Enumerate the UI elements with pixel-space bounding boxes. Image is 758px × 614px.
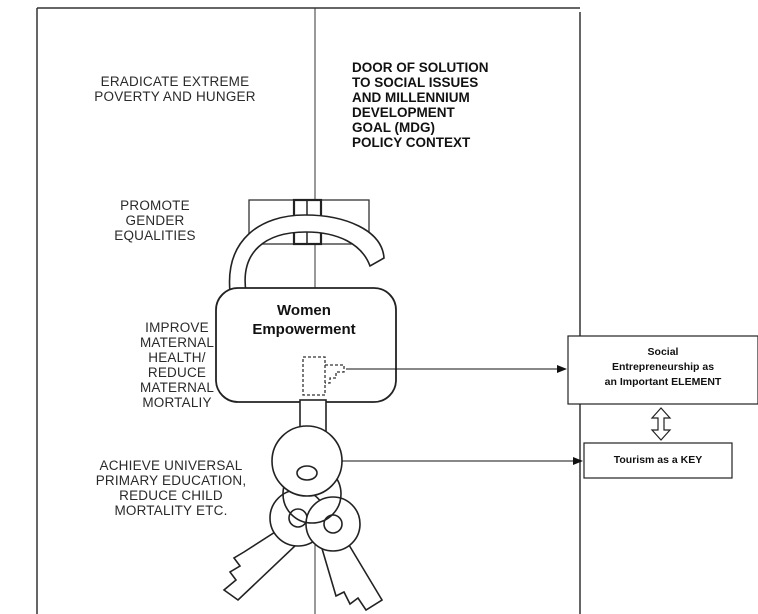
- social-entrepreneurship-text: Social Entrepreneurship as an Important …: [604, 346, 722, 388]
- key-icon: [305, 496, 384, 612]
- tourism-box: [583, 442, 733, 479]
- social-entrepreneurship-box: [567, 335, 758, 405]
- label-gender-equality: PROMOTE GENDER EQUALITIES: [114, 198, 196, 243]
- tourism-text: Tourism as a KEY: [613, 454, 703, 466]
- label-primary-education: ACHIEVE UNIVERSAL PRIMARY EDUCATION, RED…: [95, 458, 247, 518]
- keyhole-icon: [302, 356, 345, 396]
- label-eradicate-poverty: ERADICATE EXTREME POVERTY AND HUNGER: [94, 74, 256, 104]
- lock-label: Women Empowerment: [252, 302, 356, 338]
- door-frame: [36, 7, 581, 614]
- door-title: DOOR OF SOLUTION TO SOCIAL ISSUES AND MI…: [352, 60, 489, 150]
- padlock-shackle: [228, 214, 385, 293]
- label-maternal-health: IMPROVE MATERNAL HEALTH/ REDUCE MATERNAL…: [139, 320, 215, 410]
- key-ring-top: [271, 425, 343, 497]
- double-arrow-icon: [650, 407, 672, 441]
